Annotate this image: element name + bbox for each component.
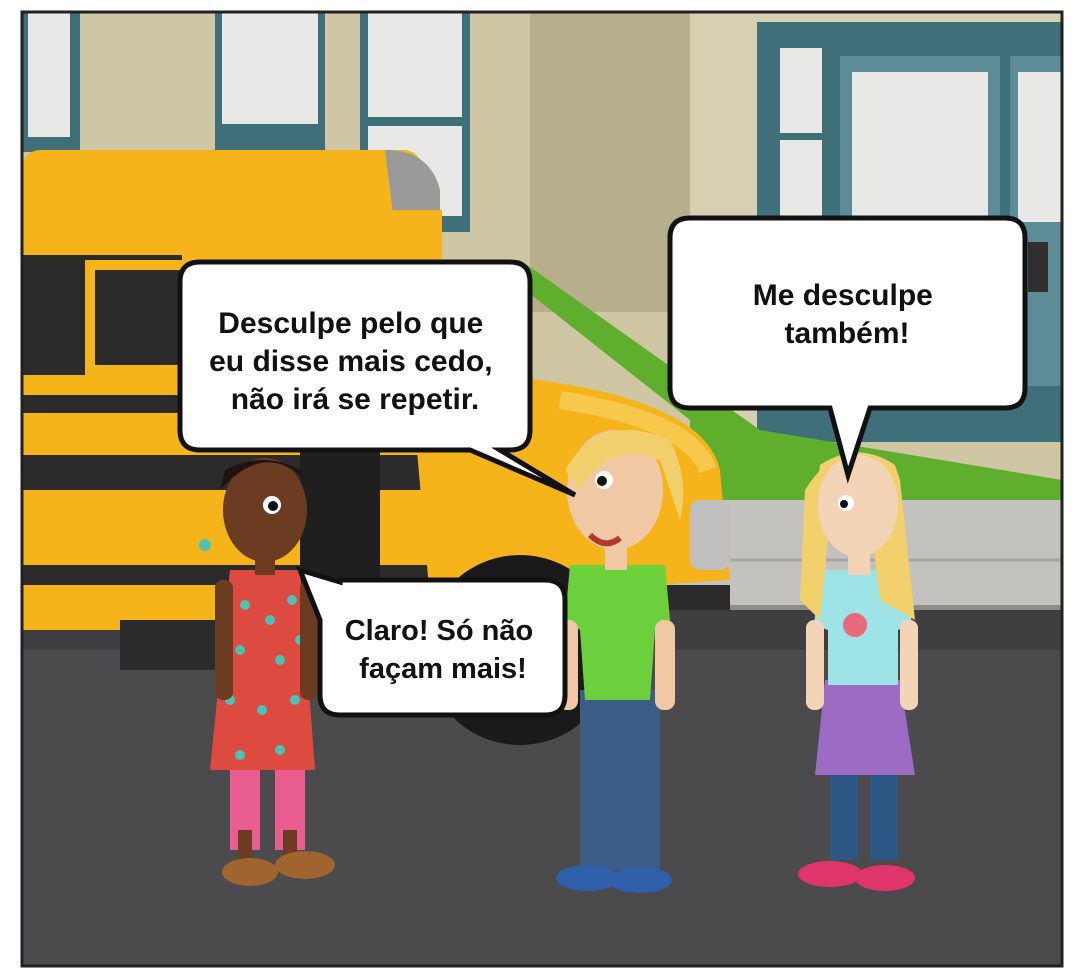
speech-bubble-blond-girl: Me desculpe também! — [667, 215, 1028, 484]
bubble-boy-line-3: não irá se repetir. — [231, 383, 479, 416]
bubble-dark-girl-line-2: façam mais! — [359, 653, 527, 685]
character-dark-girl — [199, 458, 335, 886]
speech-bubble-boy: Desculpe pelo que eu disse mais cedo, nã… — [177, 259, 577, 498]
bubble-blond-girl-line-1: Me desculpe — [753, 279, 933, 312]
character-blond-boy — [556, 430, 684, 893]
bubble-boy-line-2: eu disse mais cedo, — [209, 345, 492, 378]
panel-border — [20, 10, 1064, 968]
bubble-boy-line-1: Desculpe pelo que — [218, 307, 483, 340]
svg-text:Desculpe pelo que eu dis: Desculpe pelo que eu disse mais cedo, nã… — [209, 307, 501, 416]
svg-text:Me desculpe também!: Me desculpe também! — [753, 279, 941, 350]
building-corner-shadow — [530, 12, 690, 312]
character-blond-girl — [798, 452, 918, 891]
bubble-blond-girl-line-2: também! — [784, 317, 909, 350]
svg-text:Claro! Só não façam mais: Claro! Só não façam mais! — [345, 615, 542, 685]
speech-bubble-dark-girl: Claro! Só não façam mais! — [295, 566, 568, 718]
bubble-dark-girl-line-1: Claro! Só não — [345, 615, 534, 647]
grass — [500, 260, 1062, 500]
